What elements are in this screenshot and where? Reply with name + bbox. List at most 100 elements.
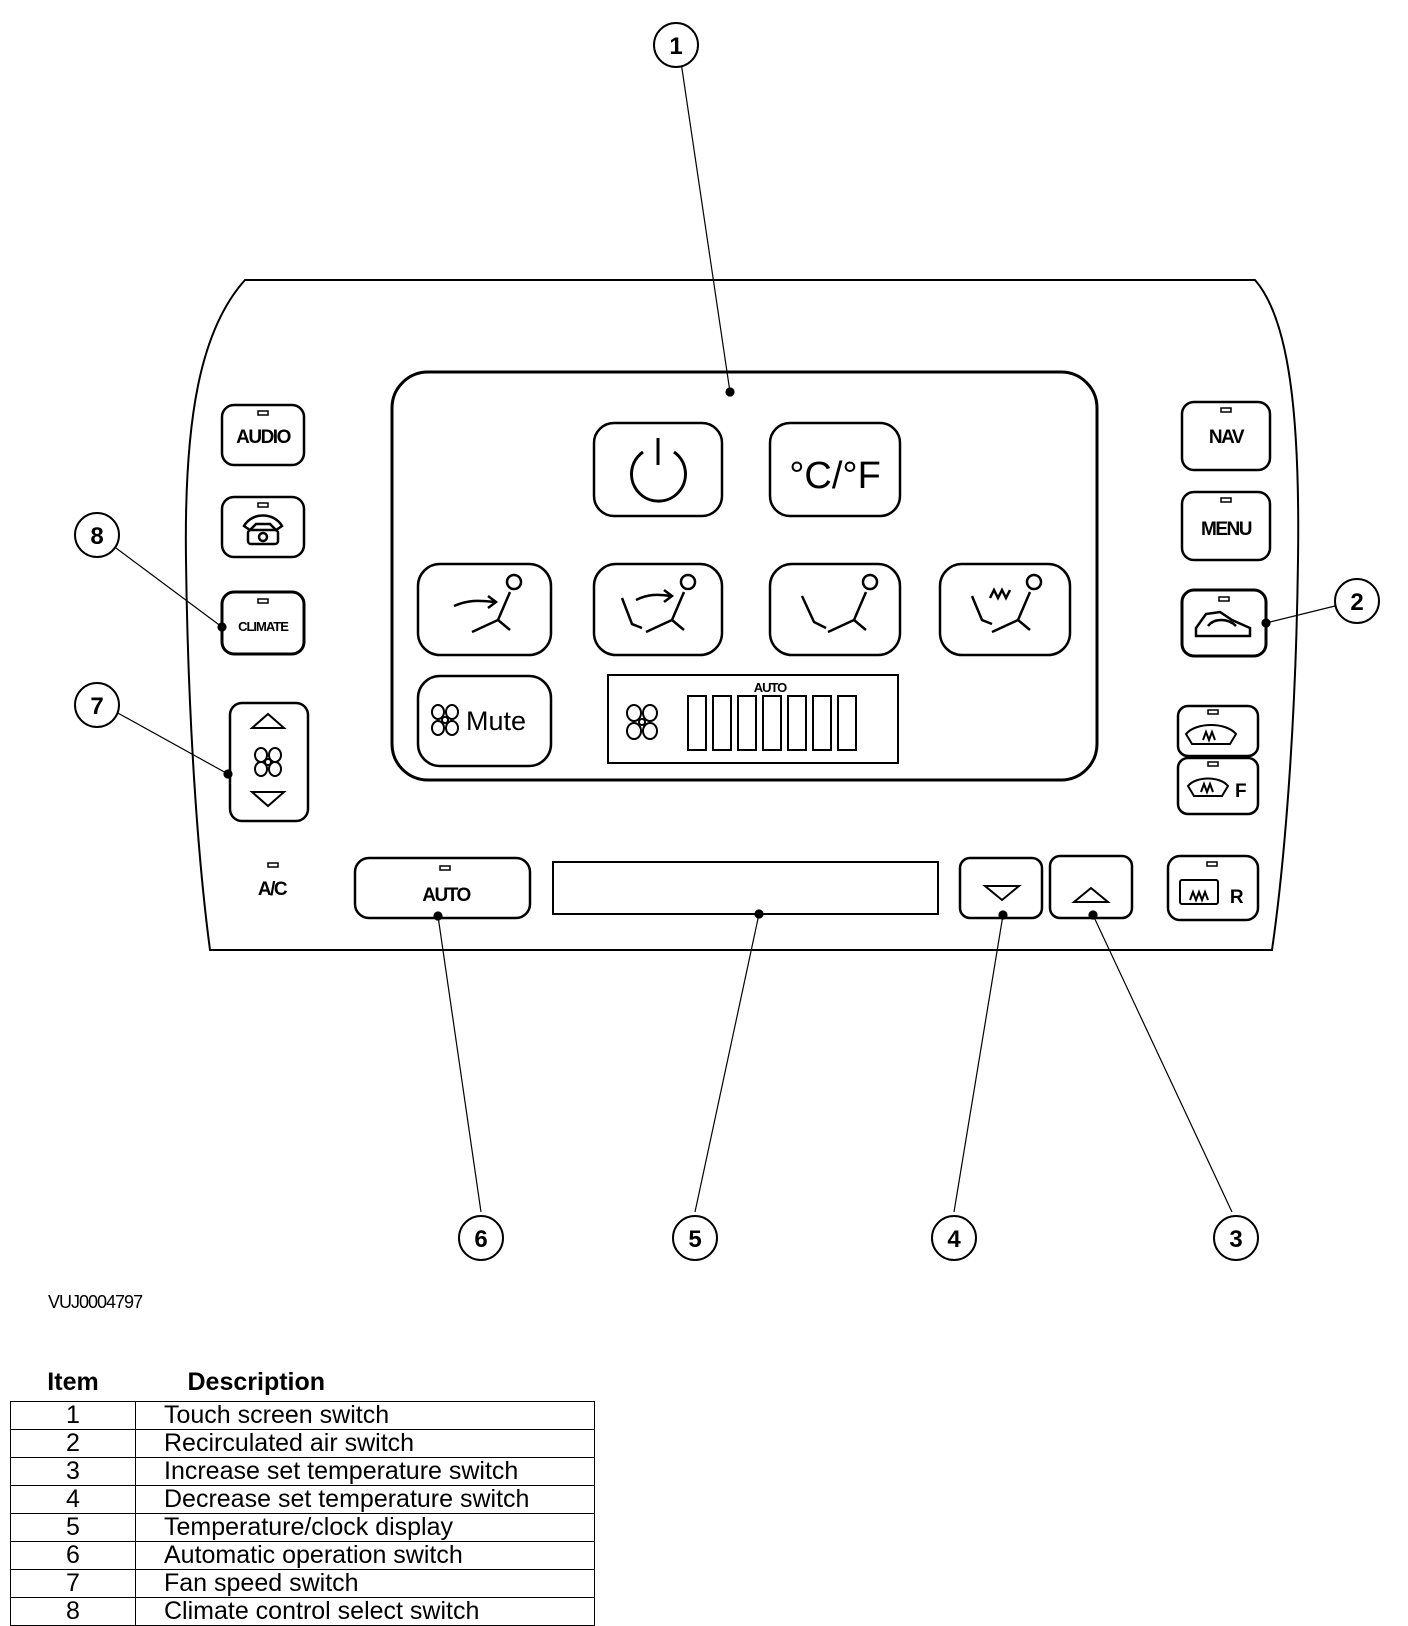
fan-bar-auto-label: AUTO — [754, 680, 787, 695]
front-demist-button[interactable] — [1176, 704, 1260, 758]
item-description: Automatic operation switch — [135, 1541, 595, 1570]
indicator-led — [1206, 861, 1218, 867]
phone-icon — [242, 514, 284, 546]
increase-temperature-button[interactable] — [1048, 854, 1134, 920]
airflow-face-feet-button[interactable] — [592, 562, 724, 657]
fan-bar-segment — [712, 695, 732, 751]
item-number: 4 — [10, 1485, 136, 1514]
touch-screen[interactable] — [390, 370, 1099, 782]
front-demist-icon — [1184, 724, 1238, 745]
indicator-led — [257, 502, 269, 508]
fan-down-arrow-icon[interactable] — [249, 791, 287, 808]
menu-button[interactable]: MENU — [1180, 490, 1272, 562]
svg-text:1: 1 — [669, 33, 682, 60]
fan-icon — [254, 747, 282, 777]
item-number: 5 — [10, 1513, 136, 1542]
indicator-led — [439, 865, 451, 871]
svg-text:7: 7 — [90, 693, 103, 720]
item-description: Touch screen switch — [135, 1401, 595, 1430]
climate-button[interactable]: CLIMATE — [220, 590, 306, 656]
item-description: Climate control select switch — [135, 1597, 595, 1626]
fan-speed-indicator: AUTO — [607, 674, 899, 764]
decrease-temperature-button[interactable] — [958, 856, 1044, 920]
front-defrost-icon — [1186, 777, 1230, 797]
item-description: Increase set temperature switch — [135, 1457, 595, 1486]
callout-7: 7 — [74, 682, 120, 728]
recirculation-icon — [1194, 610, 1252, 638]
temperature-clock-display — [552, 861, 939, 915]
svg-text:2: 2 — [1350, 589, 1363, 616]
indicator-led — [1218, 596, 1230, 602]
fan-bar-segment — [787, 695, 807, 751]
ac-label: A/C — [258, 879, 288, 900]
airflow-face-button[interactable] — [416, 562, 553, 657]
item-header: Item — [47, 1368, 99, 1396]
fan-bar-segment — [687, 695, 707, 751]
feet-vent-icon — [800, 573, 879, 634]
fan-icon — [431, 704, 459, 736]
mute-label: Mute — [466, 706, 526, 736]
audio-button[interactable]: AUDIO — [220, 403, 306, 467]
face-vent-icon — [453, 573, 523, 634]
fan-bar-segment — [737, 695, 757, 751]
up-arrow-icon — [1071, 886, 1111, 903]
svg-text:5: 5 — [688, 1226, 701, 1253]
panel-bezel — [184, 279, 1300, 951]
indicator-led — [1220, 497, 1232, 503]
indicator-led — [1207, 709, 1219, 715]
figure-code: VUJ0004797 — [48, 1292, 143, 1312]
nav-label: NAV — [1209, 427, 1245, 448]
phone-button[interactable] — [220, 495, 306, 559]
front-defrost-button[interactable]: F — [1176, 756, 1260, 816]
callout-3: 3 — [1213, 1215, 1259, 1261]
climate-label: CLIMATE — [238, 619, 289, 634]
temperature-units-button[interactable]: °C/°F — [768, 421, 902, 518]
ac-button[interactable]: A/C — [258, 862, 289, 900]
leader-lines — [115, 61, 1336, 1213]
table-header-row: Item Description — [11, 1368, 595, 1402]
callout-1: 1 — [653, 22, 699, 68]
fan-bar-segment — [837, 695, 857, 751]
recirculated-air-button[interactable] — [1180, 588, 1268, 658]
airflow-feet-button[interactable] — [768, 562, 902, 657]
fan-bar-segment — [762, 695, 782, 751]
rear-defrost-label: R — [1230, 887, 1244, 908]
callout-5: 5 — [672, 1215, 718, 1261]
fan-bar-segment — [812, 695, 832, 751]
callout-4: 4 — [931, 1215, 977, 1261]
power-button[interactable] — [592, 421, 724, 518]
airflow-windscreen-feet-button[interactable] — [938, 562, 1072, 657]
svg-text:4: 4 — [947, 1226, 961, 1253]
indicator-led — [1220, 407, 1232, 413]
indicator-led — [267, 862, 279, 868]
fan-bar-segments — [687, 695, 857, 751]
item-number: 7 — [10, 1569, 136, 1598]
indicator-led — [257, 410, 269, 416]
down-arrow-icon — [982, 885, 1022, 902]
audio-label: AUDIO — [236, 427, 290, 448]
svg-text:3: 3 — [1229, 1226, 1242, 1253]
fan-up-arrow-icon[interactable] — [249, 712, 287, 729]
fan-mute-button[interactable]: Mute — [416, 674, 553, 768]
item-number: 2 — [10, 1429, 136, 1458]
item-number: 1 — [10, 1401, 136, 1430]
fan-speed-switch[interactable] — [228, 701, 310, 823]
nav-button[interactable]: NAV — [1180, 400, 1272, 472]
rear-defrost-button[interactable]: R — [1166, 854, 1260, 922]
svg-text:6: 6 — [474, 1226, 487, 1253]
auto-button[interactable]: AUTO — [353, 856, 532, 920]
fan-icon — [626, 704, 658, 740]
windscreen-feet-vent-icon — [970, 573, 1043, 634]
item-description: Recirculated air switch — [135, 1429, 595, 1458]
face-feet-vent-icon — [620, 573, 697, 634]
callout-8: 8 — [74, 512, 120, 558]
